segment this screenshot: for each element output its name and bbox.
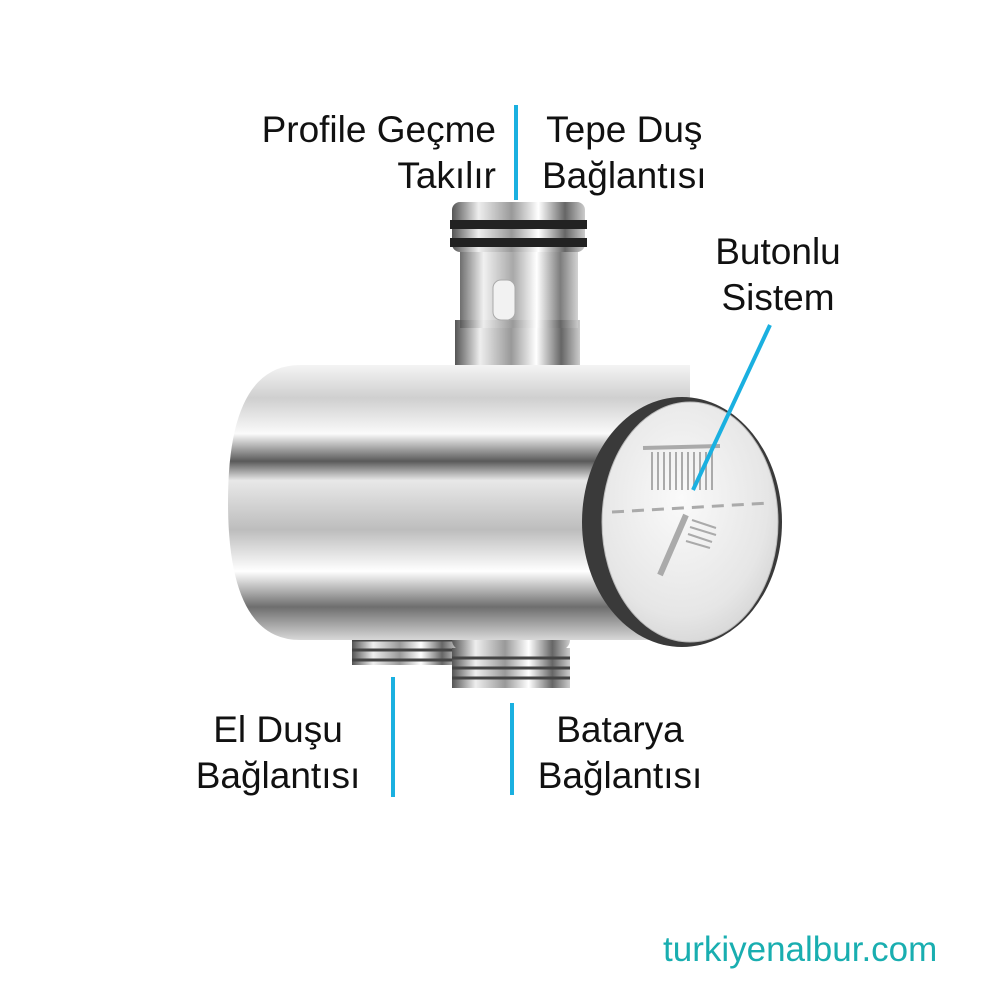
label-line: Profile Geçme — [261, 109, 496, 150]
label-hand-shower: El Duşu Bağlantısı — [185, 707, 371, 799]
label-line: Takılır — [397, 155, 496, 196]
label-line: Butonlu — [715, 231, 841, 272]
leader-line-button — [691, 324, 772, 491]
label-line: Tepe Duş — [546, 109, 703, 150]
valve-body — [228, 365, 690, 640]
label-button-system: Butonlu Sistem — [700, 229, 856, 321]
label-line: Bağlantısı — [537, 755, 703, 796]
website-watermark: turkiyenalbur.com — [663, 930, 938, 969]
label-line: Batarya — [556, 709, 684, 750]
label-line: El Duşu — [213, 709, 343, 750]
label-profile-mount: Profile Geçme Takılır — [262, 107, 496, 199]
button-cap[interactable] — [601, 401, 779, 643]
leader-lines — [391, 105, 772, 797]
label-line: Bağlantısı — [195, 755, 361, 796]
label-line: Sistem — [721, 277, 835, 318]
label-line: Bağlantısı — [542, 155, 707, 196]
label-top-shower: Tepe Duş Bağlantısı — [542, 107, 707, 199]
label-faucet: Batarya Bağlantısı — [527, 707, 713, 799]
top-connector — [450, 202, 587, 395]
